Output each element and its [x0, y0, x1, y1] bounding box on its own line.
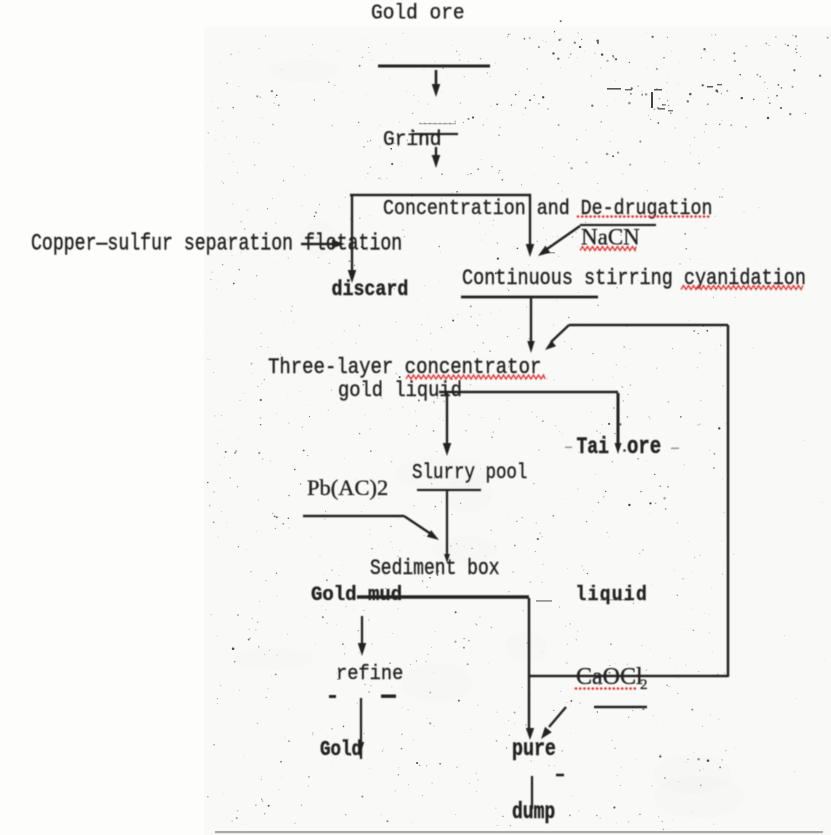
svg-text:Sediment box: Sediment box	[370, 555, 500, 580]
svg-text:ore: ore	[627, 433, 661, 461]
svg-text:Pb(AC)2: Pb(AC)2	[307, 475, 388, 500]
svg-text:Concentration and De-drugation: Concentration and De-drugation	[383, 197, 712, 220]
svg-text:refine: refine	[336, 662, 403, 685]
svg-text:Gold: Gold	[320, 738, 362, 762]
svg-text:Gold mud: Gold mud	[311, 584, 402, 607]
svg-text:discard: discard	[332, 278, 409, 303]
svg-text:gold liquid: gold liquid	[338, 378, 462, 402]
svg-text:pure: pure	[512, 737, 556, 762]
svg-text:Continuous stirring cyanidatio: Continuous stirring cyanidation	[462, 267, 806, 292]
svg-text:Tai: Tai	[577, 435, 609, 461]
svg-text:liquid: liquid	[576, 583, 649, 606]
svg-text:Copper—sulfur separation flota: Copper—sulfur separation flotation	[31, 232, 402, 257]
svg-text:Slurry pool: Slurry pool	[412, 461, 527, 485]
svg-text:2: 2	[640, 677, 648, 693]
svg-text:dump: dump	[512, 800, 555, 825]
svg-text:NaCN: NaCN	[581, 225, 640, 250]
svg-text:Three-layer concentrator: Three-layer concentrator	[268, 356, 541, 381]
svg-text:Grind: Grind	[383, 128, 441, 152]
svg-text:Gold ore: Gold ore	[371, 2, 465, 26]
svg-text:CaOCl: CaOCl	[576, 664, 643, 690]
